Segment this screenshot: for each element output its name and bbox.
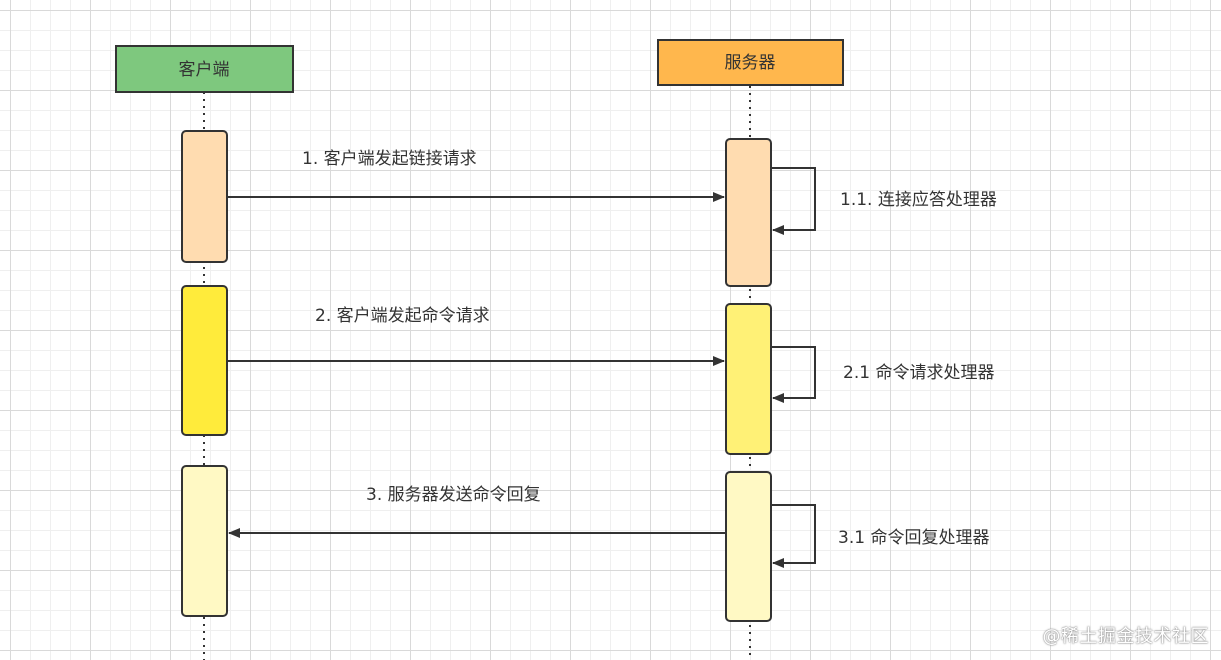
client-actor-box bbox=[115, 45, 294, 93]
client-activation-2[interactable] bbox=[181, 285, 228, 436]
server-actor[interactable]: 服务器 bbox=[657, 39, 844, 86]
watermark: @稀土掘金技术社区 bbox=[1042, 626, 1209, 647]
client-activation-1[interactable] bbox=[181, 130, 228, 263]
server-activation-1[interactable] bbox=[725, 138, 772, 287]
message-label-3: 3. 服务器发送命令回复 bbox=[366, 485, 541, 505]
server-activation-3[interactable] bbox=[725, 471, 772, 622]
server-actor-label: 服务器 bbox=[725, 53, 776, 73]
client-actor[interactable]: 客户端 bbox=[115, 45, 294, 93]
self-call-label-1: 1.1. 连接应答处理器 bbox=[840, 190, 997, 210]
self-call-arrow-3[interactable] bbox=[772, 504, 816, 568]
self-call-arrow-1[interactable] bbox=[772, 167, 816, 235]
message-label-2: 2. 客户端发起命令请求 bbox=[315, 306, 490, 326]
self-call-label-2: 2.1 命令请求处理器 bbox=[843, 363, 994, 383]
client-actor-label: 客户端 bbox=[179, 60, 230, 80]
message-label-1: 1. 客户端发起链接请求 bbox=[302, 149, 477, 169]
server-actor-box bbox=[657, 39, 844, 86]
self-call-arrow-2[interactable] bbox=[772, 346, 816, 403]
client-activation-3[interactable] bbox=[181, 465, 228, 617]
server-activation-2[interactable] bbox=[725, 303, 772, 455]
self-call-label-3: 3.1 命令回复处理器 bbox=[838, 528, 989, 548]
